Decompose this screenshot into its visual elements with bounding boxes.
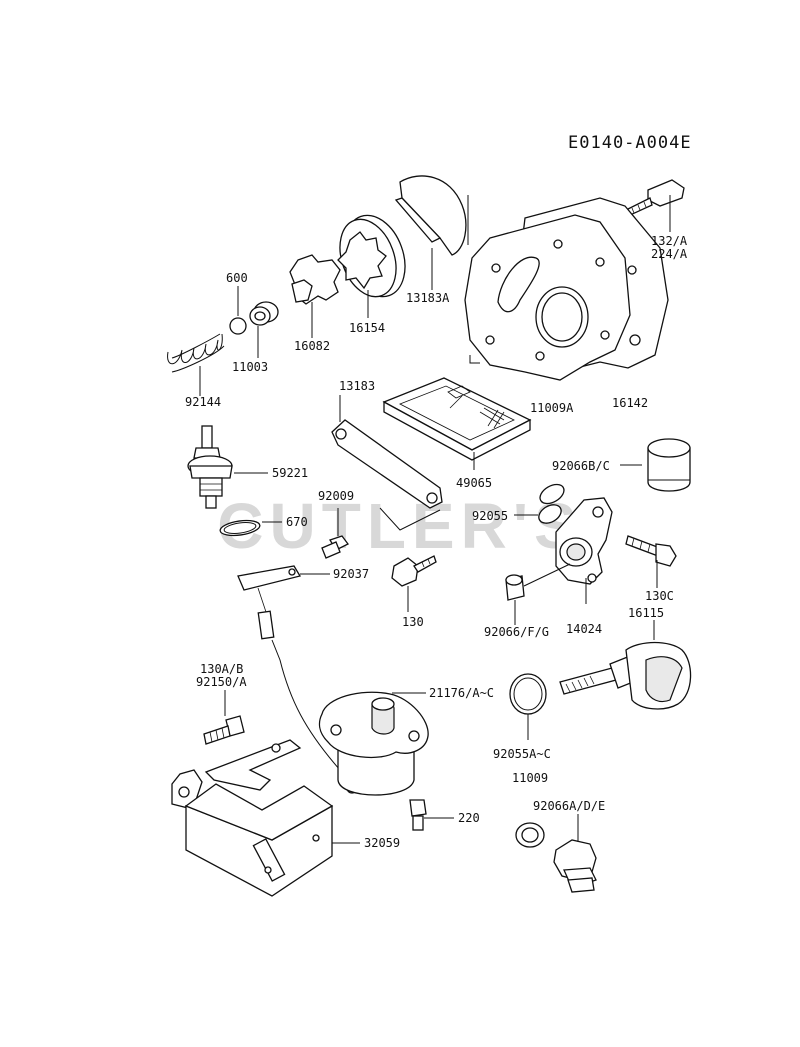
diagram-code: E0140-A004E [568,133,692,153]
part-valve-21176 [318,691,454,831]
label-92150-a: 92150/A [196,675,247,689]
part-bracket-32059 [171,739,360,897]
part-disc-13183a [394,175,469,290]
label-130a-b: 130A/B [200,662,243,676]
part-spring-92144 [167,333,225,396]
part-bolt-130 [391,555,437,612]
label-32059: 32059 [364,836,400,850]
label-16154: 16154 [349,321,385,335]
label-130: 130 [402,615,424,629]
label-92009: 92009 [318,489,354,503]
part-orings-92055 [514,483,565,524]
label-132-a: 132/A [651,234,688,248]
part-gasket-11009a [464,214,631,381]
label-59221: 59221 [272,466,308,480]
part-ball-600 [229,286,247,335]
label-92066a-d-e: 92066A/D/E [533,799,605,813]
label-92144: 92144 [185,395,221,409]
label-224-a: 224/A [651,247,688,261]
part-rotor-16082 [289,254,341,338]
label-16082: 16082 [294,339,330,353]
part-washer-11009 [515,822,545,848]
part-bracket-13183 [331,395,443,531]
label-16115: 16115 [628,606,664,620]
part-bolt-132 [625,179,685,232]
part-bolt-92009 [321,508,349,559]
label-13183a: 13183A [406,291,450,305]
part-oring-670 [219,519,282,537]
label-13183: 13183 [339,379,375,393]
part-fitting-59221 [187,425,268,509]
label-220: 220 [458,811,480,825]
label-49065: 49065 [456,476,492,490]
label-11009: 11009 [512,771,548,785]
label-92037: 92037 [333,567,369,581]
label-600: 600 [226,271,248,285]
part-cap-92066bc [620,438,691,492]
label-92055a-c: 92055A~C [493,747,551,761]
label-11003: 11003 [232,360,268,374]
part-plug-92066ade [553,814,597,893]
label-14024: 14024 [566,622,602,636]
part-rotor-16154 [337,214,406,318]
label-16142: 16142 [612,396,648,410]
part-filter-49065 [382,377,532,470]
part-bolt-130c [625,535,677,588]
label-21176: 21176/A~C [429,686,494,700]
part-bolt-130ab [203,690,245,745]
label-92066-f-g: 92066/F/G [484,625,549,639]
label-11009a: 11009A [530,401,574,415]
label-670: 670 [286,515,308,529]
part-plug-92066fg [505,563,571,625]
part-oring-92055ac [509,673,547,740]
part-cap-11003 [249,301,279,358]
label-92066b-c: 92066B/C [552,459,610,473]
watermark: CUTLER'S [217,490,582,562]
label-92055: 92055 [472,509,508,523]
part-housing-14024 [555,497,613,604]
part-dipstick-16115 [559,620,692,710]
label-130c: 130C [645,589,674,603]
